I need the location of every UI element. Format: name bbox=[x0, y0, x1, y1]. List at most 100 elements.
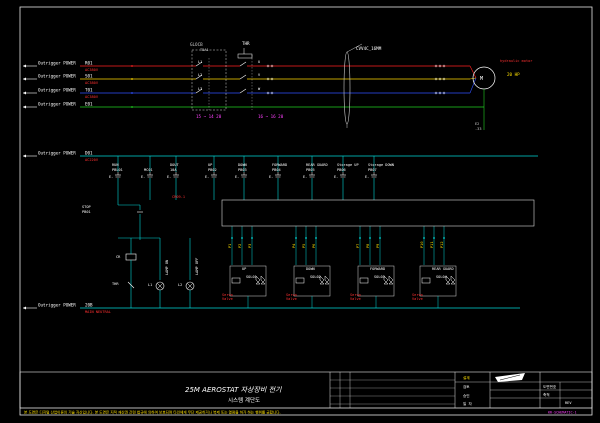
sol-valve-b-2 bbox=[388, 275, 394, 285]
terminal-dot-2-4 bbox=[442, 91, 446, 95]
cable-leader bbox=[346, 43, 363, 53]
main-breaker-tag: TDA1 bbox=[200, 48, 209, 52]
terminal-dot-1-3 bbox=[438, 77, 442, 81]
sol-node-5 bbox=[315, 237, 317, 239]
pb-tag-8: PB07 bbox=[368, 168, 377, 172]
thr-contact-1 bbox=[239, 74, 247, 80]
drawing-frame bbox=[19, 6, 593, 416]
sol-note-1: Servo bbox=[286, 293, 297, 297]
sol-note-2: Servo bbox=[350, 293, 361, 297]
node-0 bbox=[131, 65, 133, 67]
node-3 bbox=[131, 106, 133, 108]
sol-box-0 bbox=[229, 265, 267, 297]
sol-coil-1 bbox=[295, 277, 305, 284]
feed-tag-0: R01 bbox=[85, 61, 93, 66]
sol-node-8 bbox=[379, 237, 381, 239]
terminal-dot-2-1 bbox=[270, 91, 274, 95]
feed-spec-2: AC380V bbox=[85, 95, 99, 99]
stop-name: STOP bbox=[82, 205, 91, 209]
pb-name-7: Storage UP bbox=[337, 163, 359, 167]
pb-e-1: E- bbox=[141, 175, 145, 179]
bottom-feed-spec: MAIN NEUTRAL bbox=[85, 310, 111, 314]
sol-contact-label-9: P10 bbox=[420, 242, 424, 249]
title-main: 25M AEROSTAT 자상장비 전기 bbox=[185, 386, 282, 394]
sol-name-0: UP bbox=[242, 267, 246, 271]
motor-note: hydraulic motor bbox=[500, 59, 533, 63]
terminal-dot-0-0 bbox=[266, 64, 270, 68]
pb-tag-6: PB05 bbox=[306, 168, 315, 172]
breaker-contact-2 bbox=[195, 88, 203, 94]
thr-contact-label: THR bbox=[112, 282, 119, 286]
company-logo bbox=[495, 373, 525, 382]
pb-tag-4: PB03 bbox=[238, 168, 247, 172]
feed-tag-2: T01 bbox=[85, 88, 93, 93]
thermal-relay-label: THR bbox=[242, 41, 250, 46]
terminal-dot-1-0 bbox=[266, 77, 270, 81]
terminal-dot-0-3 bbox=[438, 64, 442, 68]
node-1 bbox=[131, 78, 133, 80]
pb-e-6: E- bbox=[303, 175, 307, 179]
sol-coil-2 bbox=[359, 277, 369, 284]
sol-node-10 bbox=[433, 237, 435, 239]
pb-e-0: E- bbox=[109, 175, 113, 179]
sol-note2-3: Valve bbox=[412, 297, 423, 301]
control-feed-spec: AC220V bbox=[85, 158, 99, 162]
terminal-mark-1: V bbox=[258, 73, 261, 77]
sol-note2-2: Valve bbox=[350, 297, 361, 301]
sol-contact-label-2: P3 bbox=[248, 244, 252, 248]
bottom-feed-arrowhead bbox=[23, 306, 26, 310]
pb-e-7: E- bbox=[334, 175, 338, 179]
feed-tag-1: S01 bbox=[85, 74, 93, 79]
main-breaker-box bbox=[191, 49, 227, 111]
pb-name-5: FORWARD bbox=[272, 163, 287, 167]
lamp-x2-0 bbox=[157, 283, 163, 289]
sol-contact-label-1: P2 bbox=[238, 244, 242, 248]
breaker-contact-0 bbox=[195, 61, 203, 67]
thr-contact-0 bbox=[239, 61, 247, 67]
sol-contact-label-6: P7 bbox=[356, 244, 360, 248]
thr-ctl-contact bbox=[127, 281, 135, 289]
stop-tag: PB01 bbox=[82, 210, 91, 214]
feed-tag-3: E01 bbox=[85, 102, 93, 107]
sol-note2-1: Valve bbox=[286, 297, 297, 301]
sol-note2-0: Valve bbox=[222, 297, 233, 301]
sol-contact-label-10: P11 bbox=[430, 242, 434, 249]
title-revision: REV bbox=[565, 401, 572, 405]
pb-name-6: REAR GUARD bbox=[306, 163, 328, 167]
title-check: 검토 bbox=[463, 384, 470, 389]
phase-mark-2: L3 bbox=[198, 87, 202, 91]
breaker-note: 15 ~ 14 20 bbox=[196, 114, 222, 119]
lamp-tag-1: L2 bbox=[178, 283, 182, 287]
control-feed-arrowhead bbox=[23, 154, 26, 158]
terminal-dot-0-4 bbox=[442, 64, 446, 68]
feed-spec-0: AC380V bbox=[85, 68, 99, 72]
motor-lead-0 bbox=[469, 65, 477, 79]
feed-arrowhead-2 bbox=[23, 91, 26, 95]
sol-valve-a-0 bbox=[255, 275, 261, 285]
title-block bbox=[19, 371, 593, 409]
bottom-feed-label: Outrigger POWER bbox=[38, 303, 76, 308]
motor-symbol bbox=[472, 66, 496, 90]
sol-contact-label-0: P1 bbox=[228, 244, 232, 248]
sol-node-0 bbox=[231, 237, 233, 239]
sol-node-4 bbox=[305, 237, 307, 239]
terminal-mark-2: W bbox=[258, 87, 261, 91]
pb-tag-5: PB04 bbox=[272, 168, 281, 172]
terminal-dot-1-2 bbox=[434, 77, 438, 81]
lamp-label-1: LAMP OFF bbox=[195, 258, 199, 275]
pb-tag-0: PBL01 bbox=[112, 168, 123, 172]
sol-valve-b-3 bbox=[450, 275, 456, 285]
pb-e-2: E- bbox=[167, 175, 171, 179]
feed-spec-1: AC380V bbox=[85, 81, 99, 85]
sol-node-3 bbox=[295, 237, 297, 239]
terminal-dot-0-1 bbox=[270, 64, 274, 68]
sol-node-6 bbox=[359, 237, 361, 239]
cable-label: CVV4C_16MM bbox=[356, 46, 382, 51]
sol-coil-3 bbox=[421, 277, 431, 284]
pb-name-4: DOWN bbox=[238, 163, 247, 167]
interface-box bbox=[221, 199, 535, 227]
motor-label: M bbox=[480, 76, 483, 82]
sol-valve-a-2 bbox=[383, 275, 389, 285]
